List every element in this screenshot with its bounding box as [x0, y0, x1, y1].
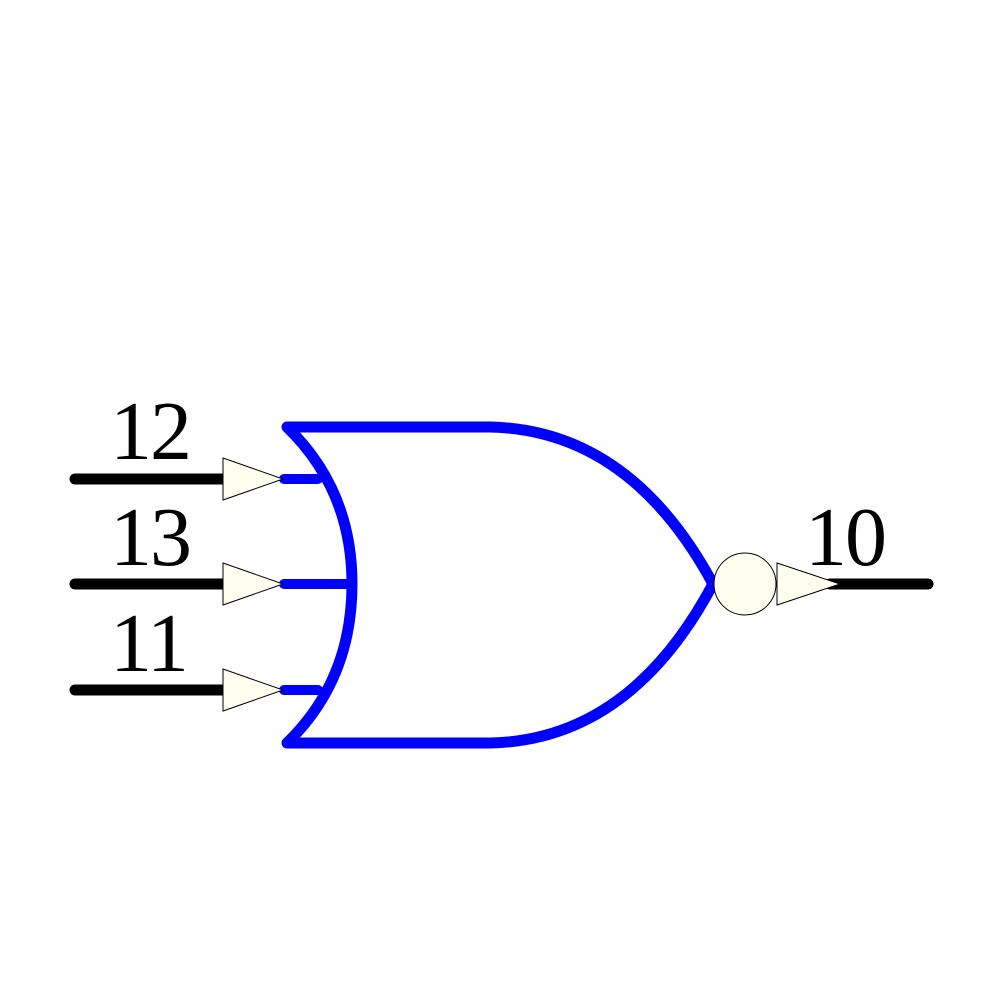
- input-wires: [69, 473, 231, 696]
- input-stubs: [279, 474, 355, 695]
- pin-label-input-b: 13: [110, 491, 192, 584]
- output-pin-arrow-icon: [776, 562, 842, 606]
- pin-label-input-c: 11: [110, 597, 189, 690]
- inversion-bubble: [713, 552, 777, 616]
- gate-body[interactable]: [281, 421, 719, 749]
- pin-label-input-a: 12: [110, 385, 192, 478]
- pin-label-output: 10: [805, 491, 887, 584]
- pin-arrow-icon: [222, 457, 285, 501]
- input-pin-markers: [222, 457, 285, 712]
- pin-arrow-icon: [222, 668, 285, 712]
- pin-arrow-icon: [222, 562, 285, 606]
